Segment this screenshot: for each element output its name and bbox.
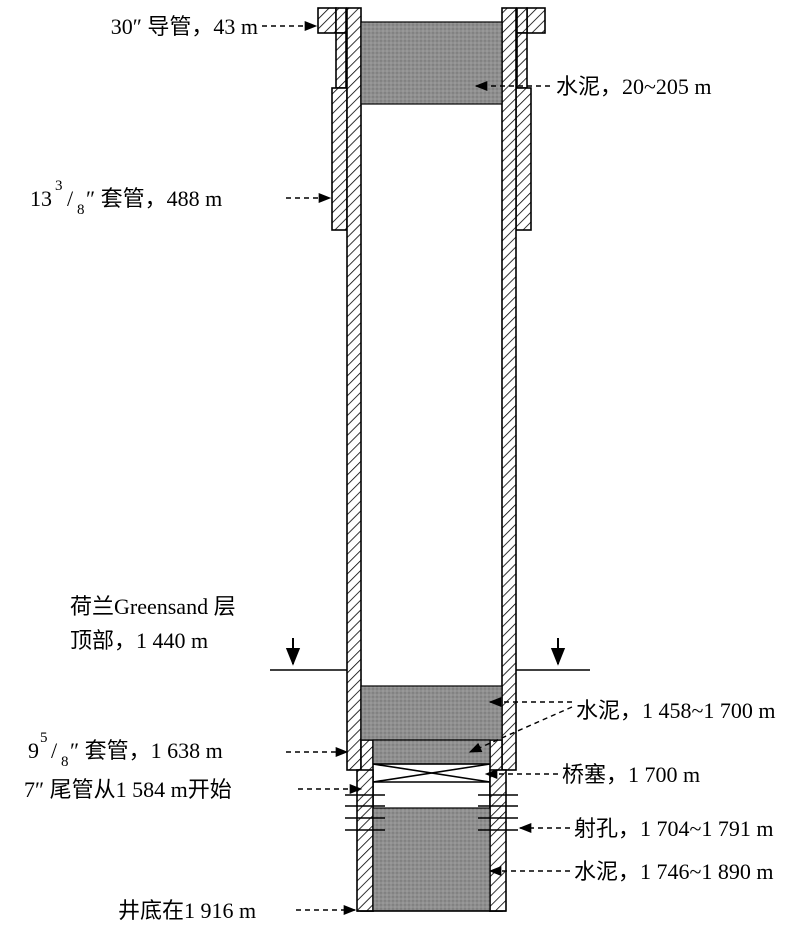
label-well-bottom: 井底在1 916 m (118, 898, 256, 923)
svg-text:8: 8 (61, 754, 69, 770)
svg-text:9: 9 (28, 738, 39, 763)
cement-plug-top (360, 21, 503, 105)
leader-cement-mid-b (468, 706, 573, 753)
label-cement-mid: 水泥，1 458~1 700 m (576, 698, 776, 723)
label-casing-9: 9 5 / 8 ″ 套管，1 638 m (28, 730, 223, 770)
bridge-plug (372, 763, 491, 783)
label-liner: 7″ 尾管从1 584 m开始 (24, 777, 232, 802)
svg-text:8: 8 (77, 202, 85, 218)
svg-text:3: 3 (55, 178, 63, 194)
label-casing-13: 13 3 / 8 ″ 套管，488 m (30, 178, 222, 218)
label-greensand-line2: 顶部，1 440 m (70, 628, 208, 653)
svg-text:5: 5 (40, 730, 48, 746)
label-greensand-line1: 荷兰Greensand 层 (70, 594, 236, 619)
cement-plug-bottom (372, 807, 491, 912)
cement-plug-liner (372, 739, 491, 765)
svg-text:13: 13 (30, 186, 52, 211)
label-cement-bottom: 水泥，1 746~1 890 m (574, 859, 774, 884)
casing-9-5-8 (346, 7, 517, 771)
label-perforation: 射孔，1 704~1 791 m (574, 816, 774, 841)
label-cement-top: 水泥，20~205 m (556, 74, 712, 99)
greensand-horizon (270, 638, 590, 671)
svg-text:/: / (51, 738, 58, 763)
cement-plug-middle (360, 685, 503, 741)
label-bridge-plug: 桥塞，1 700 m (562, 762, 700, 787)
label-conductor: 30″ 导管，43 m (111, 14, 258, 39)
svg-text:/: / (67, 186, 74, 211)
svg-text:″ 套管，488 m: ″ 套管，488 m (86, 186, 222, 211)
perforations (345, 794, 518, 831)
svg-text:″ 套管，1 638 m: ″ 套管，1 638 m (70, 738, 223, 763)
casing-13-3-8 (331, 87, 532, 231)
